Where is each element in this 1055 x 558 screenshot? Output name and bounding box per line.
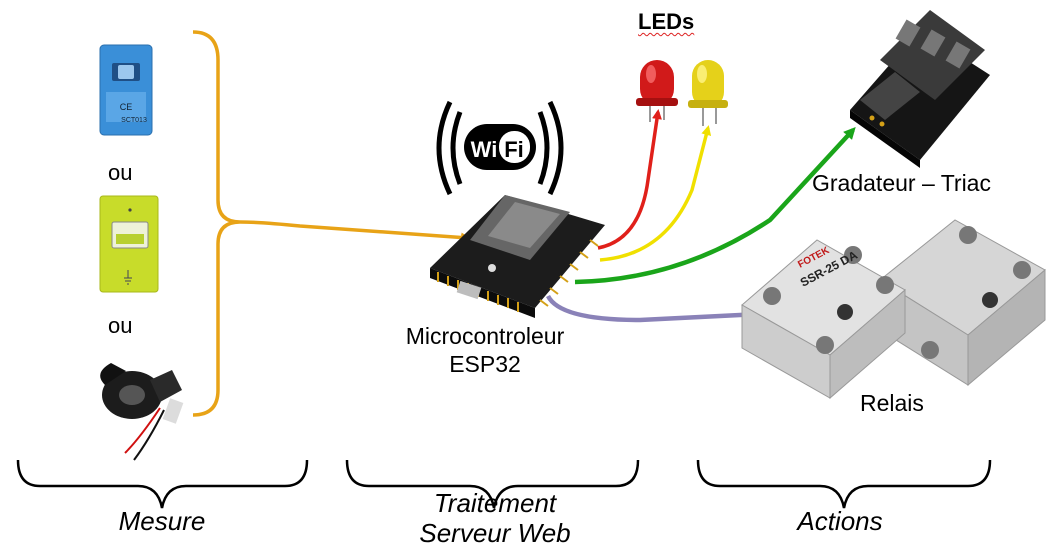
wifi-logo: Wi Fi: [436, 100, 564, 196]
purple-relay-wire: [545, 294, 764, 323]
dimmer-label: Gradateur – Triac: [812, 170, 991, 196]
yellow-led-image: [688, 60, 728, 126]
measure-bracket: [192, 30, 241, 417]
relay-label: Relais: [860, 390, 924, 416]
or-label-2: ou: [108, 313, 133, 338]
measure-to-controller-arrow: [239, 220, 471, 243]
solid-state-relay-front-image: FOTEK SSR-25 DA: [741, 239, 906, 400]
actions-section-brace: [696, 459, 992, 509]
red-led-wire: [597, 109, 662, 250]
linky-meter-image: [99, 195, 159, 293]
red-led-image: [636, 60, 678, 122]
section-measure-label: Mesure: [118, 506, 206, 536]
yellow-led-wire: [599, 125, 712, 262]
section-processing-label: Traitement Serveur Web: [390, 488, 600, 548]
processing-section-brace: [345, 459, 640, 509]
current-clamp-sensor-image: CE SCT013: [99, 44, 153, 136]
or-label-1: ou: [108, 160, 133, 185]
controller-label: Microcontroleur ESP32: [380, 322, 590, 378]
measure-section-brace: [16, 459, 309, 509]
sensor-ce-mark: CE: [120, 102, 133, 112]
controller-model: ESP32: [449, 351, 521, 377]
controller-name: Microcontroleur: [405, 323, 565, 349]
svg-text:Fi: Fi: [504, 137, 524, 162]
leds-title: LEDs: [638, 9, 695, 34]
section-actions-label: Actions: [797, 506, 883, 536]
green-dimmer-wire: [574, 127, 856, 285]
section-processing-line1: Traitement: [433, 488, 557, 518]
section-processing-line2: Serveur Web: [419, 518, 571, 548]
triac-dimmer-module-image: [850, 10, 990, 168]
esp32-board-image: [430, 195, 605, 318]
black-clamp-sensor-image: [100, 363, 184, 461]
svg-text:Wi: Wi: [471, 137, 498, 162]
sensor-model-text: SCT013: [121, 117, 147, 124]
